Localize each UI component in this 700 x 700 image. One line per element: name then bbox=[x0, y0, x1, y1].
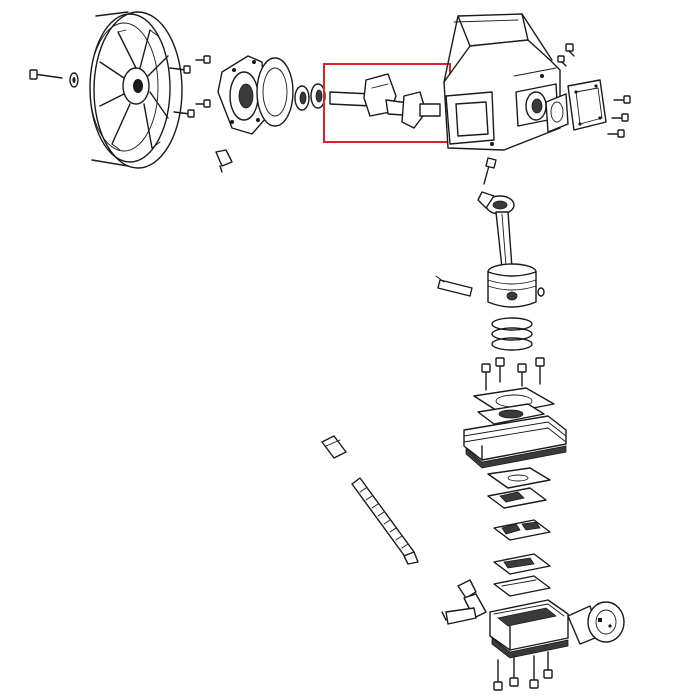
outlet-elbow bbox=[441, 579, 487, 625]
reed-valves bbox=[493, 519, 551, 597]
piston bbox=[487, 263, 537, 308]
bearing-cover-plate bbox=[217, 55, 267, 135]
cover-bolts bbox=[169, 55, 211, 118]
rear-cover-plate bbox=[545, 79, 607, 133]
piston-pin bbox=[435, 275, 545, 297]
valve-plate bbox=[487, 467, 551, 509]
oil-seal-bearing bbox=[294, 83, 326, 111]
flywheel-pulley bbox=[89, 11, 183, 169]
air-filter bbox=[567, 601, 625, 645]
cover-gasket bbox=[256, 57, 294, 127]
oil-drain-plug bbox=[215, 149, 233, 173]
dipstick bbox=[483, 157, 497, 185]
head-bolts bbox=[493, 651, 553, 691]
connecting-rod bbox=[477, 191, 515, 269]
crankcase-bolts bbox=[557, 43, 575, 67]
cylinder-head bbox=[489, 599, 569, 659]
cylinder-studs bbox=[481, 357, 545, 391]
crankcase bbox=[443, 13, 561, 151]
cylinder-block bbox=[463, 403, 567, 469]
discharge-tube bbox=[321, 435, 419, 565]
rear-cover-bolts bbox=[607, 95, 631, 138]
crankshaft bbox=[329, 73, 441, 129]
flywheel-bolt bbox=[29, 69, 63, 80]
piston-rings bbox=[491, 317, 533, 351]
flywheel-washer bbox=[69, 72, 79, 88]
